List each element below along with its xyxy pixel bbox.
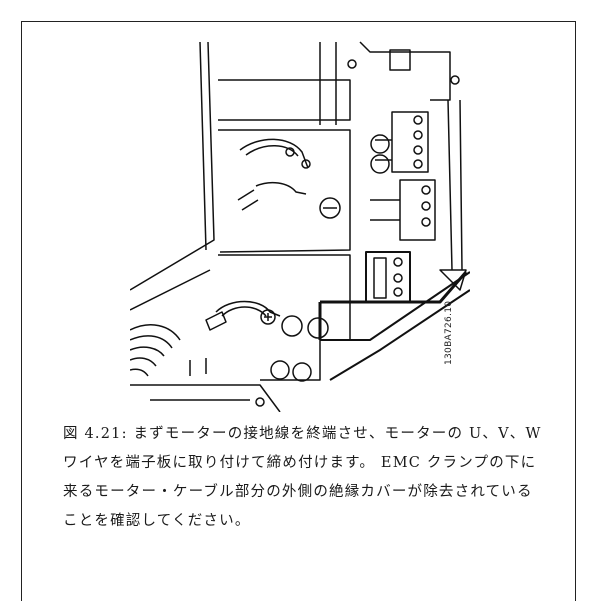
document-id: 130BA726.10 xyxy=(444,300,454,365)
screw-icon xyxy=(292,362,312,382)
motor-terminal-block xyxy=(365,251,411,303)
emc-clamp-lower xyxy=(205,300,329,339)
motor-cable xyxy=(130,324,181,377)
control-module xyxy=(319,41,451,125)
enclosure-left-wall xyxy=(130,41,215,291)
emc-clamp-upper xyxy=(237,138,341,219)
screw-icon xyxy=(347,59,357,69)
terminal-block-upper xyxy=(370,111,429,174)
terminal-block-middle xyxy=(370,179,436,241)
motor-wiring-illustration xyxy=(130,41,470,412)
screw-icon xyxy=(270,360,290,380)
figure-frame xyxy=(21,21,576,601)
enclosure-bottom-edge xyxy=(320,271,468,304)
screw-icon xyxy=(450,75,460,85)
figure-caption: 図 4.21: まずモーターの接地線を終端させ、モーターの U、V、W ワイヤを… xyxy=(63,426,542,529)
